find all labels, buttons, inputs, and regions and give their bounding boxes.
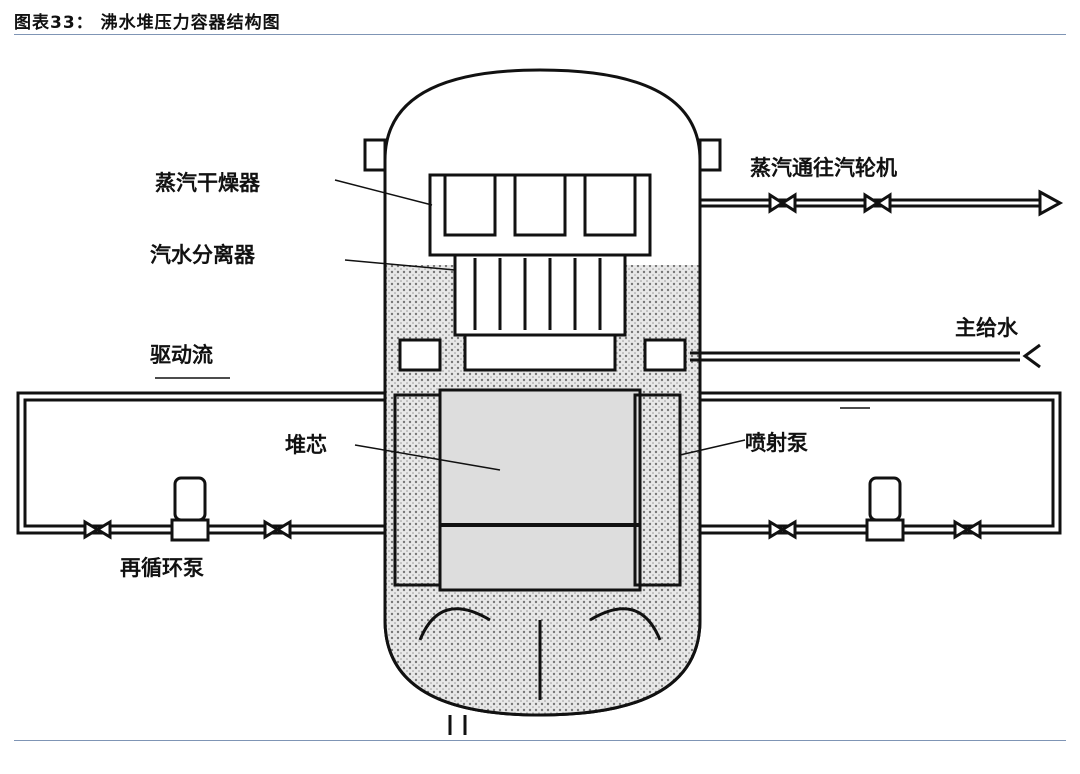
top-divider (14, 34, 1066, 35)
label-steam-separator: 汽水分离器 (150, 243, 256, 267)
label-steam-to-turbine: 蒸汽通往汽轮机 (750, 156, 897, 180)
steam-separator (453, 253, 627, 372)
label-feedwater: 主给水 (955, 316, 1019, 340)
figure-title: 图表33： 沸水堆压力容器结构图 (14, 13, 281, 33)
steam-dryer (428, 173, 652, 257)
label-steam-dryer: 蒸汽干燥器 (155, 171, 261, 195)
label-drive-flow: 驱动流 (150, 343, 213, 367)
label-core: 堆芯 (285, 433, 327, 457)
reactor-core (438, 388, 642, 592)
label-jet-pump: 喷射泵 (745, 431, 808, 455)
bottom-divider (14, 740, 1066, 741)
jet-pump-right (633, 393, 682, 587)
valves (83, 192, 982, 540)
label-recirc-pump: 再循环泵 (120, 556, 204, 580)
jet-pump-left (393, 393, 442, 587)
recirc-pump (170, 476, 905, 542)
